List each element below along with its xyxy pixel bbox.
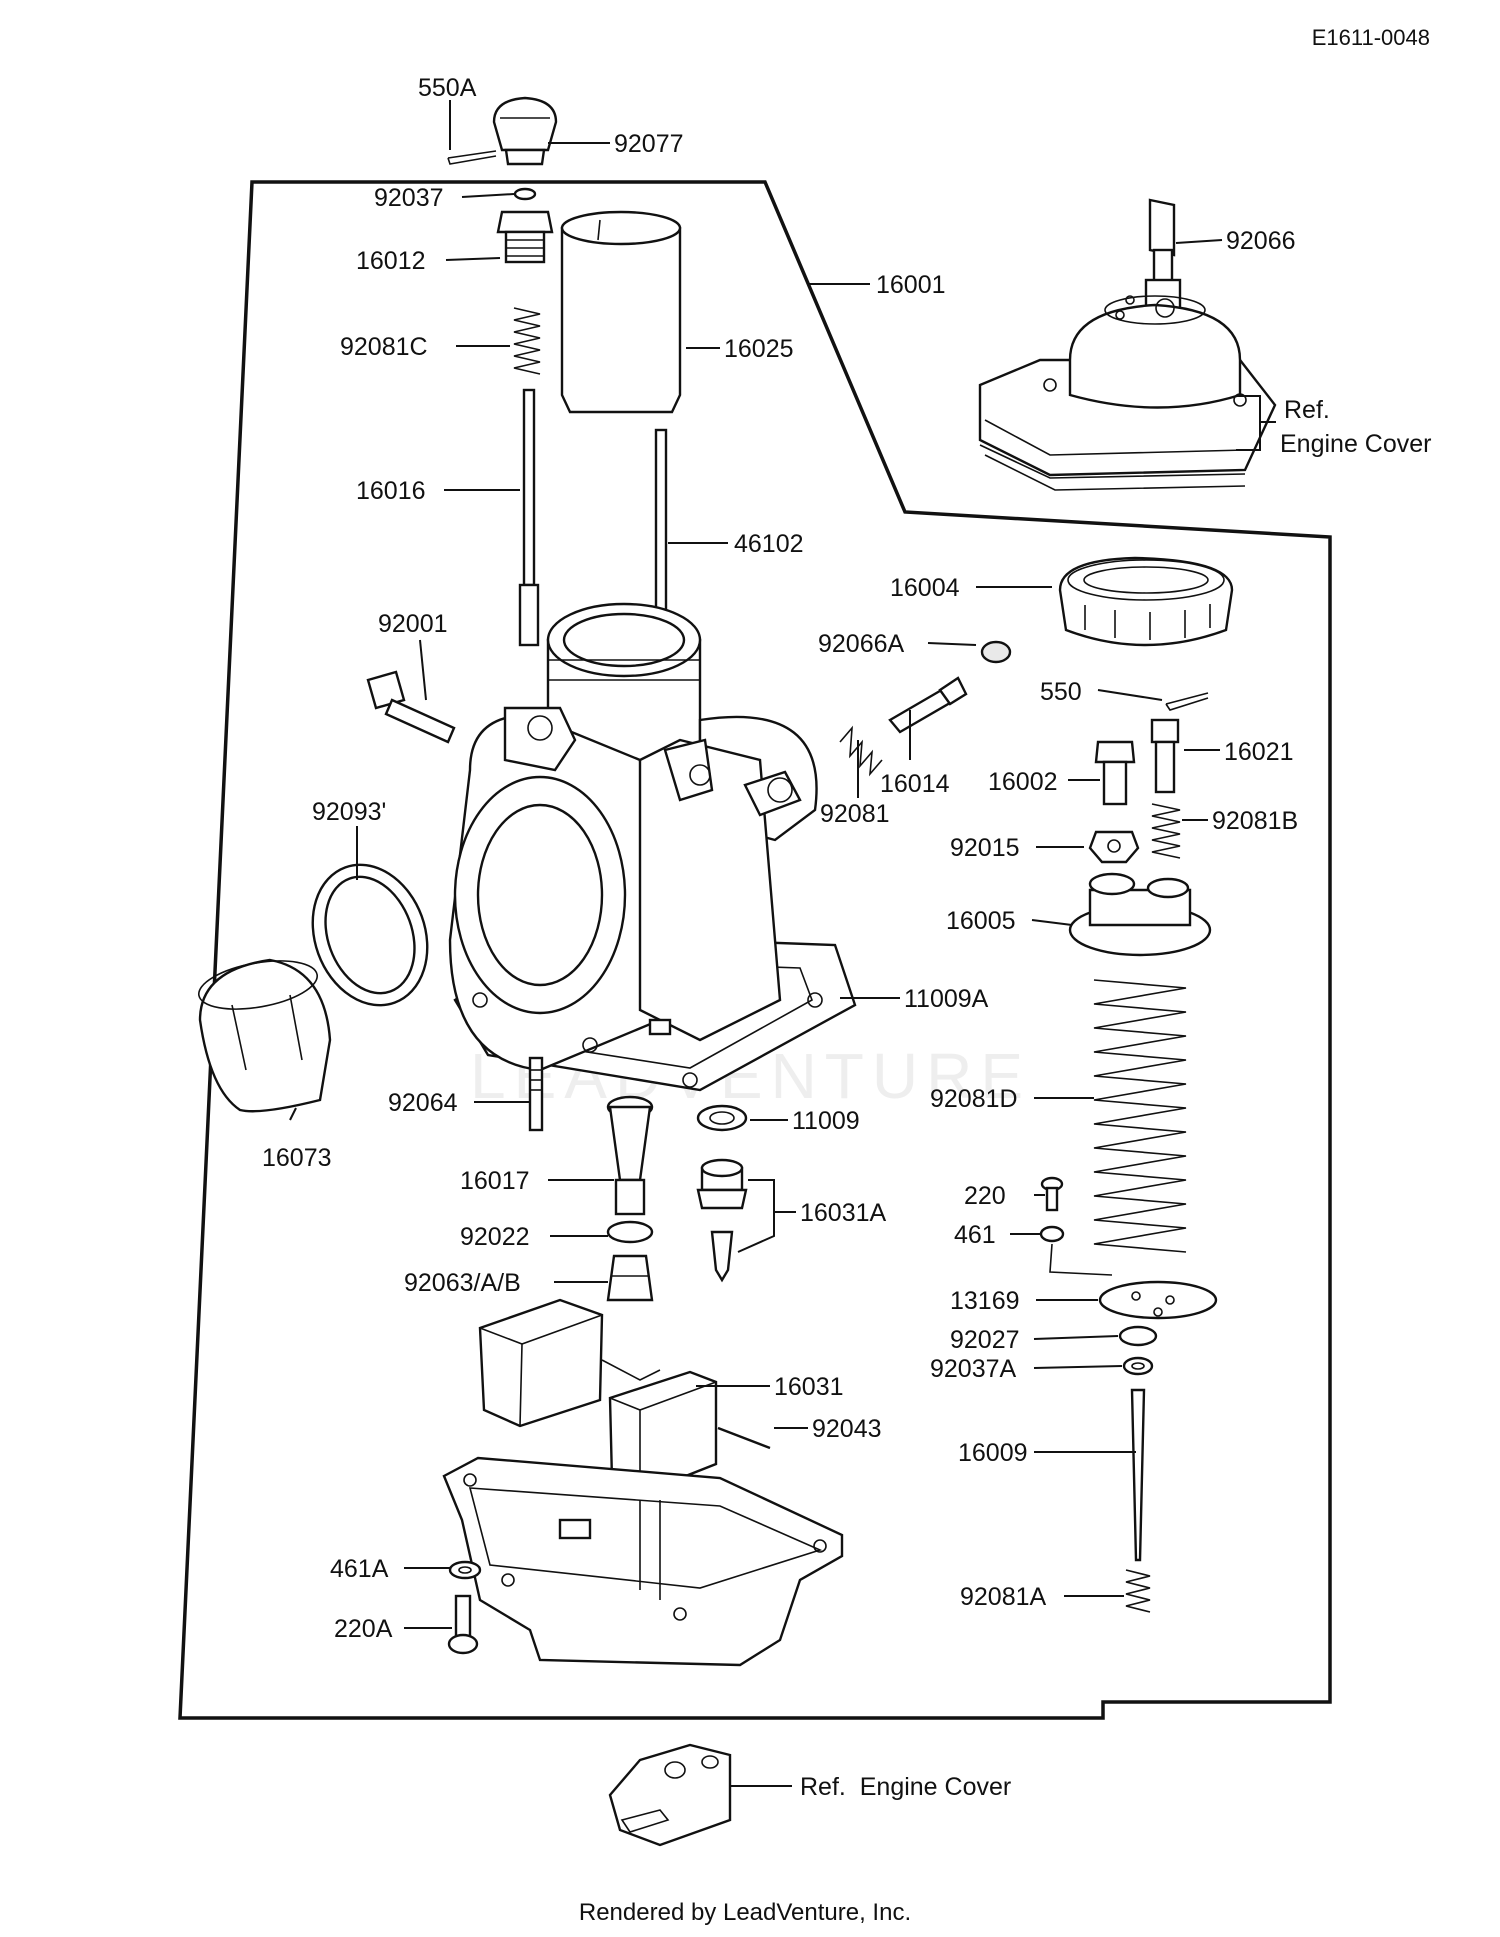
label-16031A: 16031A bbox=[800, 1199, 887, 1227]
label-16002: 16002 bbox=[988, 768, 1058, 796]
part-washer-92022 bbox=[606, 1220, 654, 1244]
part-screw-220A bbox=[447, 1594, 479, 1655]
part-screw-92064 bbox=[528, 1056, 544, 1132]
label-92022: 92022 bbox=[460, 1223, 530, 1251]
footer-credit: Rendered by LeadVenture, Inc. bbox=[579, 1899, 911, 1926]
label-16009: 16009 bbox=[958, 1439, 1028, 1467]
part-float-bowl bbox=[442, 1456, 844, 1667]
part-clip-92037A bbox=[1122, 1356, 1154, 1376]
label-16073: 16073 bbox=[262, 1144, 332, 1172]
part-float-valve-16031A bbox=[696, 1158, 748, 1283]
label-92037: 92037 bbox=[374, 184, 444, 212]
part-screw-220 bbox=[1040, 1176, 1064, 1212]
part-washer-461 bbox=[1039, 1225, 1065, 1243]
label-92037A: 92037A bbox=[930, 1355, 1017, 1383]
part-spring-92081D bbox=[1093, 979, 1187, 1253]
label-16031: 16031 bbox=[774, 1373, 844, 1401]
label-92081A: 92081A bbox=[960, 1583, 1047, 1611]
label-92081: 92081 bbox=[820, 800, 890, 828]
label-11009: 11009 bbox=[792, 1107, 860, 1135]
label-92066: 92066 bbox=[1226, 227, 1296, 255]
part-spring-92081C bbox=[513, 307, 541, 375]
part-spring-92081B bbox=[1151, 803, 1181, 859]
label-550A: 550A bbox=[418, 74, 477, 102]
label-ref-engine-cover-bottom: Ref. Engine Cover bbox=[800, 1773, 1011, 1801]
part-float-16031 bbox=[478, 1298, 718, 1496]
label-220: 220 bbox=[964, 1182, 1006, 1210]
part-cap-16073 bbox=[197, 958, 332, 1113]
part-spring-92081 bbox=[839, 725, 883, 777]
label-16017: 16017 bbox=[460, 1167, 530, 1195]
label-13169: 13169 bbox=[950, 1287, 1020, 1315]
label-16001: 16001 bbox=[876, 271, 946, 299]
part-o-ring-92037 bbox=[513, 187, 537, 201]
part-labels: 550A 92077 92037 16012 92081C 16025 1600… bbox=[262, 74, 1431, 1801]
label-16005: 16005 bbox=[946, 907, 1016, 935]
label-16004: 16004 bbox=[890, 574, 960, 602]
part-air-screw-16014 bbox=[888, 676, 968, 734]
diagram-code: E1611-0048 bbox=[1312, 25, 1430, 50]
part-screw-92066 bbox=[1144, 198, 1182, 310]
label-220A: 220A bbox=[334, 1615, 393, 1643]
part-throttle-valve-16025 bbox=[560, 210, 682, 414]
part-washer-461A bbox=[448, 1560, 482, 1580]
part-nut-16012 bbox=[496, 210, 554, 264]
retainer-link-line bbox=[1049, 1243, 1113, 1276]
label-92093: 92093' bbox=[312, 798, 386, 826]
part-washer-11009 bbox=[696, 1104, 748, 1132]
label-92066A: 92066A bbox=[818, 630, 905, 658]
part-bolt-16021 bbox=[1150, 718, 1180, 794]
part-top-nut-16004 bbox=[1058, 556, 1234, 647]
label-engine-cover-top: Engine Cover bbox=[1280, 430, 1431, 458]
label-92063-a-b: 92063/A/B bbox=[404, 1269, 521, 1297]
part-cotter-pin-550 bbox=[1165, 692, 1209, 711]
label-16021: 16021 bbox=[1224, 738, 1294, 766]
label-550: 550 bbox=[1040, 678, 1082, 706]
part-needle-16009 bbox=[1130, 1388, 1146, 1562]
label-92064: 92064 bbox=[388, 1089, 458, 1117]
part-screw-92066A bbox=[980, 640, 1012, 664]
part-engine-cover-ref-top bbox=[978, 295, 1277, 491]
label-92077: 92077 bbox=[614, 130, 684, 158]
part-engine-cover-ref-bottom bbox=[608, 1743, 732, 1847]
label-16025: 16025 bbox=[724, 335, 794, 363]
label-16016: 16016 bbox=[356, 477, 426, 505]
part-retainer-13169 bbox=[1098, 1280, 1218, 1320]
part-pin-92043 bbox=[717, 1426, 771, 1450]
label-461A: 461A bbox=[330, 1555, 389, 1583]
label-92081C: 92081C bbox=[340, 333, 428, 361]
label-16012: 16012 bbox=[356, 247, 426, 275]
part-cotter-pin-550A bbox=[447, 150, 497, 165]
label-16014: 16014 bbox=[880, 770, 950, 798]
leader-lines bbox=[289, 100, 1276, 1787]
label-461: 461 bbox=[954, 1221, 996, 1249]
part-bolt-16002 bbox=[1094, 740, 1136, 806]
label-11009A: 11009A bbox=[904, 985, 989, 1013]
label-92027: 92027 bbox=[950, 1326, 1020, 1354]
assembly-frame bbox=[178, 180, 1332, 1720]
part-spring-92081A bbox=[1125, 1569, 1151, 1613]
label-92001: 92001 bbox=[378, 610, 448, 638]
label-92081D: 92081D bbox=[930, 1085, 1018, 1113]
label-92015: 92015 bbox=[950, 834, 1020, 862]
part-clamp-band-92093 bbox=[311, 863, 429, 1007]
part-jet-92063 bbox=[606, 1254, 654, 1302]
part-washer-92027 bbox=[1118, 1325, 1158, 1347]
label-92081B: 92081B bbox=[1212, 807, 1298, 835]
part-nut-92015 bbox=[1088, 830, 1140, 864]
part-bolt-92001 bbox=[366, 670, 456, 744]
label-46102: 46102 bbox=[734, 530, 804, 558]
label-ref-top: Ref. bbox=[1284, 396, 1330, 424]
part-carburetor-body bbox=[448, 602, 857, 1092]
part-cap-16005 bbox=[1068, 872, 1212, 957]
part-cap-92077 bbox=[492, 96, 558, 166]
part-needle-16016 bbox=[518, 388, 540, 647]
label-92043: 92043 bbox=[812, 1415, 882, 1443]
part-jet-16017 bbox=[606, 1095, 654, 1216]
